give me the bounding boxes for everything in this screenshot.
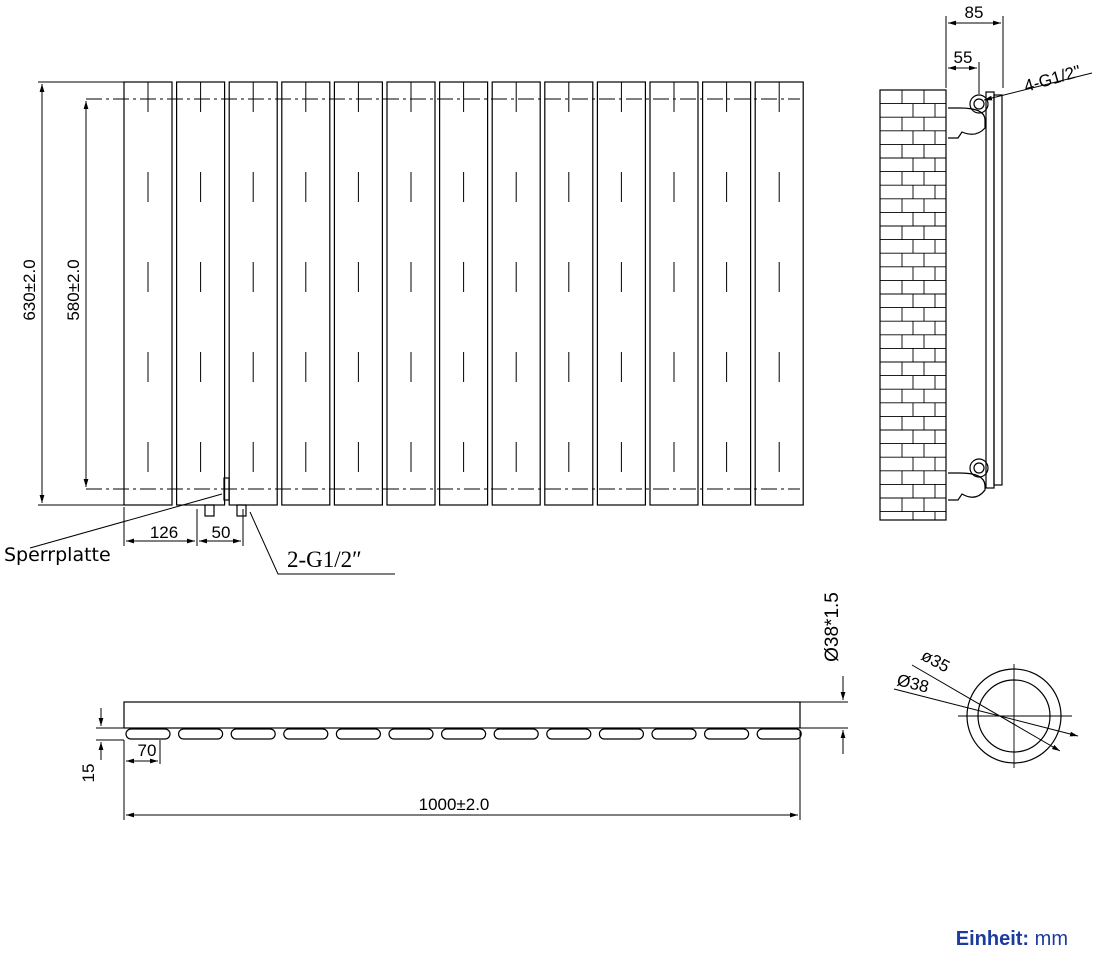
radiator-tubes bbox=[123, 81, 804, 506]
top-connector-inner bbox=[973, 98, 985, 110]
radiator-panel-front bbox=[993, 94, 1003, 486]
header-label: Ø38*1.5 bbox=[822, 592, 843, 662]
tube-section bbox=[756, 728, 802, 740]
side-connector-leader bbox=[983, 72, 1093, 101]
depth-label: 85 bbox=[965, 3, 984, 22]
offset-label: 126 bbox=[150, 523, 178, 542]
tube bbox=[333, 81, 383, 506]
inner-leader bbox=[911, 664, 1061, 752]
tube-section bbox=[441, 728, 487, 740]
unit-value: mm bbox=[1034, 928, 1068, 950]
tube bbox=[491, 81, 541, 506]
header-pipe bbox=[123, 701, 801, 729]
side-connector-label: 4-G1/2" bbox=[1022, 62, 1083, 96]
tube bbox=[754, 81, 804, 506]
outer-diameter-label: Ø38 bbox=[895, 670, 931, 696]
tube-depth-label: 15 bbox=[79, 764, 98, 783]
connector-label: 2-G1/2″ bbox=[287, 547, 362, 572]
tube-section bbox=[493, 728, 539, 740]
tube-section bbox=[283, 728, 329, 740]
width-label: 1000±2.0 bbox=[419, 795, 490, 814]
tube-pitch-label: 70 bbox=[138, 741, 157, 760]
tube bbox=[281, 81, 331, 506]
tube-section bbox=[230, 728, 276, 740]
tube-section bbox=[703, 728, 750, 740]
outer-leader bbox=[893, 688, 1079, 737]
bottom-connector-inner bbox=[973, 462, 985, 474]
radiator-panel-side bbox=[985, 91, 995, 489]
tube bbox=[439, 81, 489, 506]
pipe-section bbox=[893, 664, 1079, 768]
tube bbox=[123, 81, 173, 506]
connector-spacing-label: 50 bbox=[212, 523, 231, 542]
tube-sections bbox=[125, 728, 802, 740]
tube bbox=[544, 81, 594, 506]
connector-right bbox=[236, 504, 247, 517]
side-view bbox=[879, 16, 1093, 521]
connector-left bbox=[204, 504, 215, 517]
tube bbox=[386, 81, 436, 506]
unit-label: Einheit: bbox=[955, 928, 1030, 950]
top-connector-outer bbox=[969, 94, 989, 114]
height-label: 630±2.0 bbox=[20, 259, 39, 320]
wall-bricks bbox=[880, 90, 946, 520]
bottom-bracket bbox=[948, 472, 986, 501]
valve-plate bbox=[223, 477, 230, 501]
tube-section bbox=[335, 728, 381, 740]
tube bbox=[176, 81, 226, 506]
tube-section bbox=[651, 728, 697, 740]
tube-section bbox=[125, 728, 171, 740]
connector-leader bbox=[249, 511, 395, 575]
wall-offset-label: 55 bbox=[954, 48, 973, 67]
tube bbox=[649, 81, 699, 506]
valve-label: Sperrplatte bbox=[4, 544, 111, 566]
tube-section bbox=[598, 728, 645, 740]
top-view bbox=[96, 676, 848, 820]
tube-section bbox=[388, 728, 434, 740]
tube bbox=[596, 81, 647, 506]
unit-note: Einheit: mm bbox=[956, 928, 1068, 951]
front-view bbox=[29, 81, 804, 575]
valve-leader bbox=[29, 493, 223, 549]
tube bbox=[701, 81, 752, 506]
tube bbox=[228, 81, 278, 506]
tube-section bbox=[546, 728, 592, 740]
tube-section bbox=[178, 728, 224, 740]
bottom-connector-outer bbox=[969, 458, 989, 478]
pipe-spacing-label: 580±2.0 bbox=[64, 259, 83, 320]
